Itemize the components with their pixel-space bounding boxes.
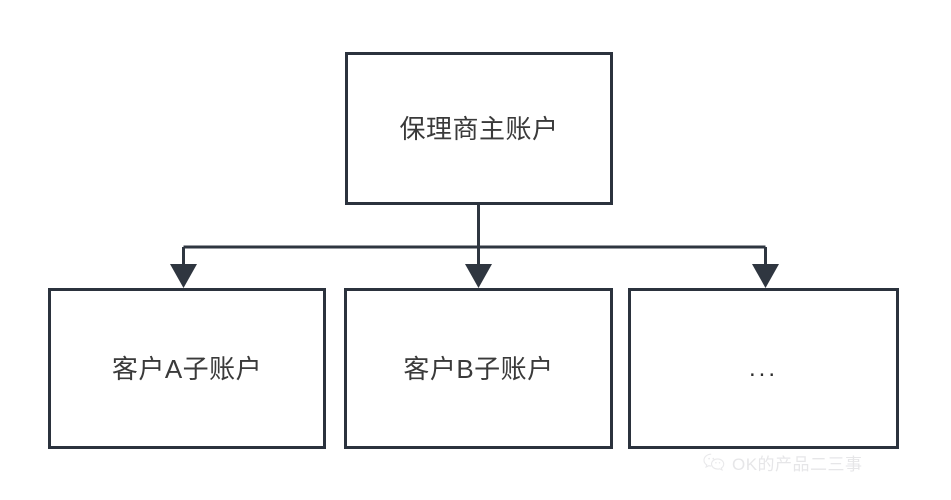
- node-label-root: 保理商主账户: [399, 113, 559, 144]
- wechat-icon: [703, 453, 725, 472]
- node-label-child-0: 客户A子账户: [111, 353, 263, 384]
- node-label-child-1: 客户B子账户: [403, 353, 554, 384]
- arrowhead-right: [752, 264, 779, 288]
- watermark: OK的产品二三事: [703, 450, 863, 475]
- arrowhead-left: [170, 264, 197, 288]
- watermark-text: OK的产品二三事: [732, 455, 863, 474]
- node-label-child-2: ...: [748, 354, 778, 382]
- arrowhead-middle: [465, 264, 492, 288]
- node-child-customer-b[interactable]: 客户B子账户: [344, 288, 613, 449]
- node-child-customer-a[interactable]: 客户A子账户: [48, 288, 326, 449]
- node-root-main-account[interactable]: 保理商主账户: [345, 52, 613, 205]
- node-child-more[interactable]: ...: [628, 288, 899, 449]
